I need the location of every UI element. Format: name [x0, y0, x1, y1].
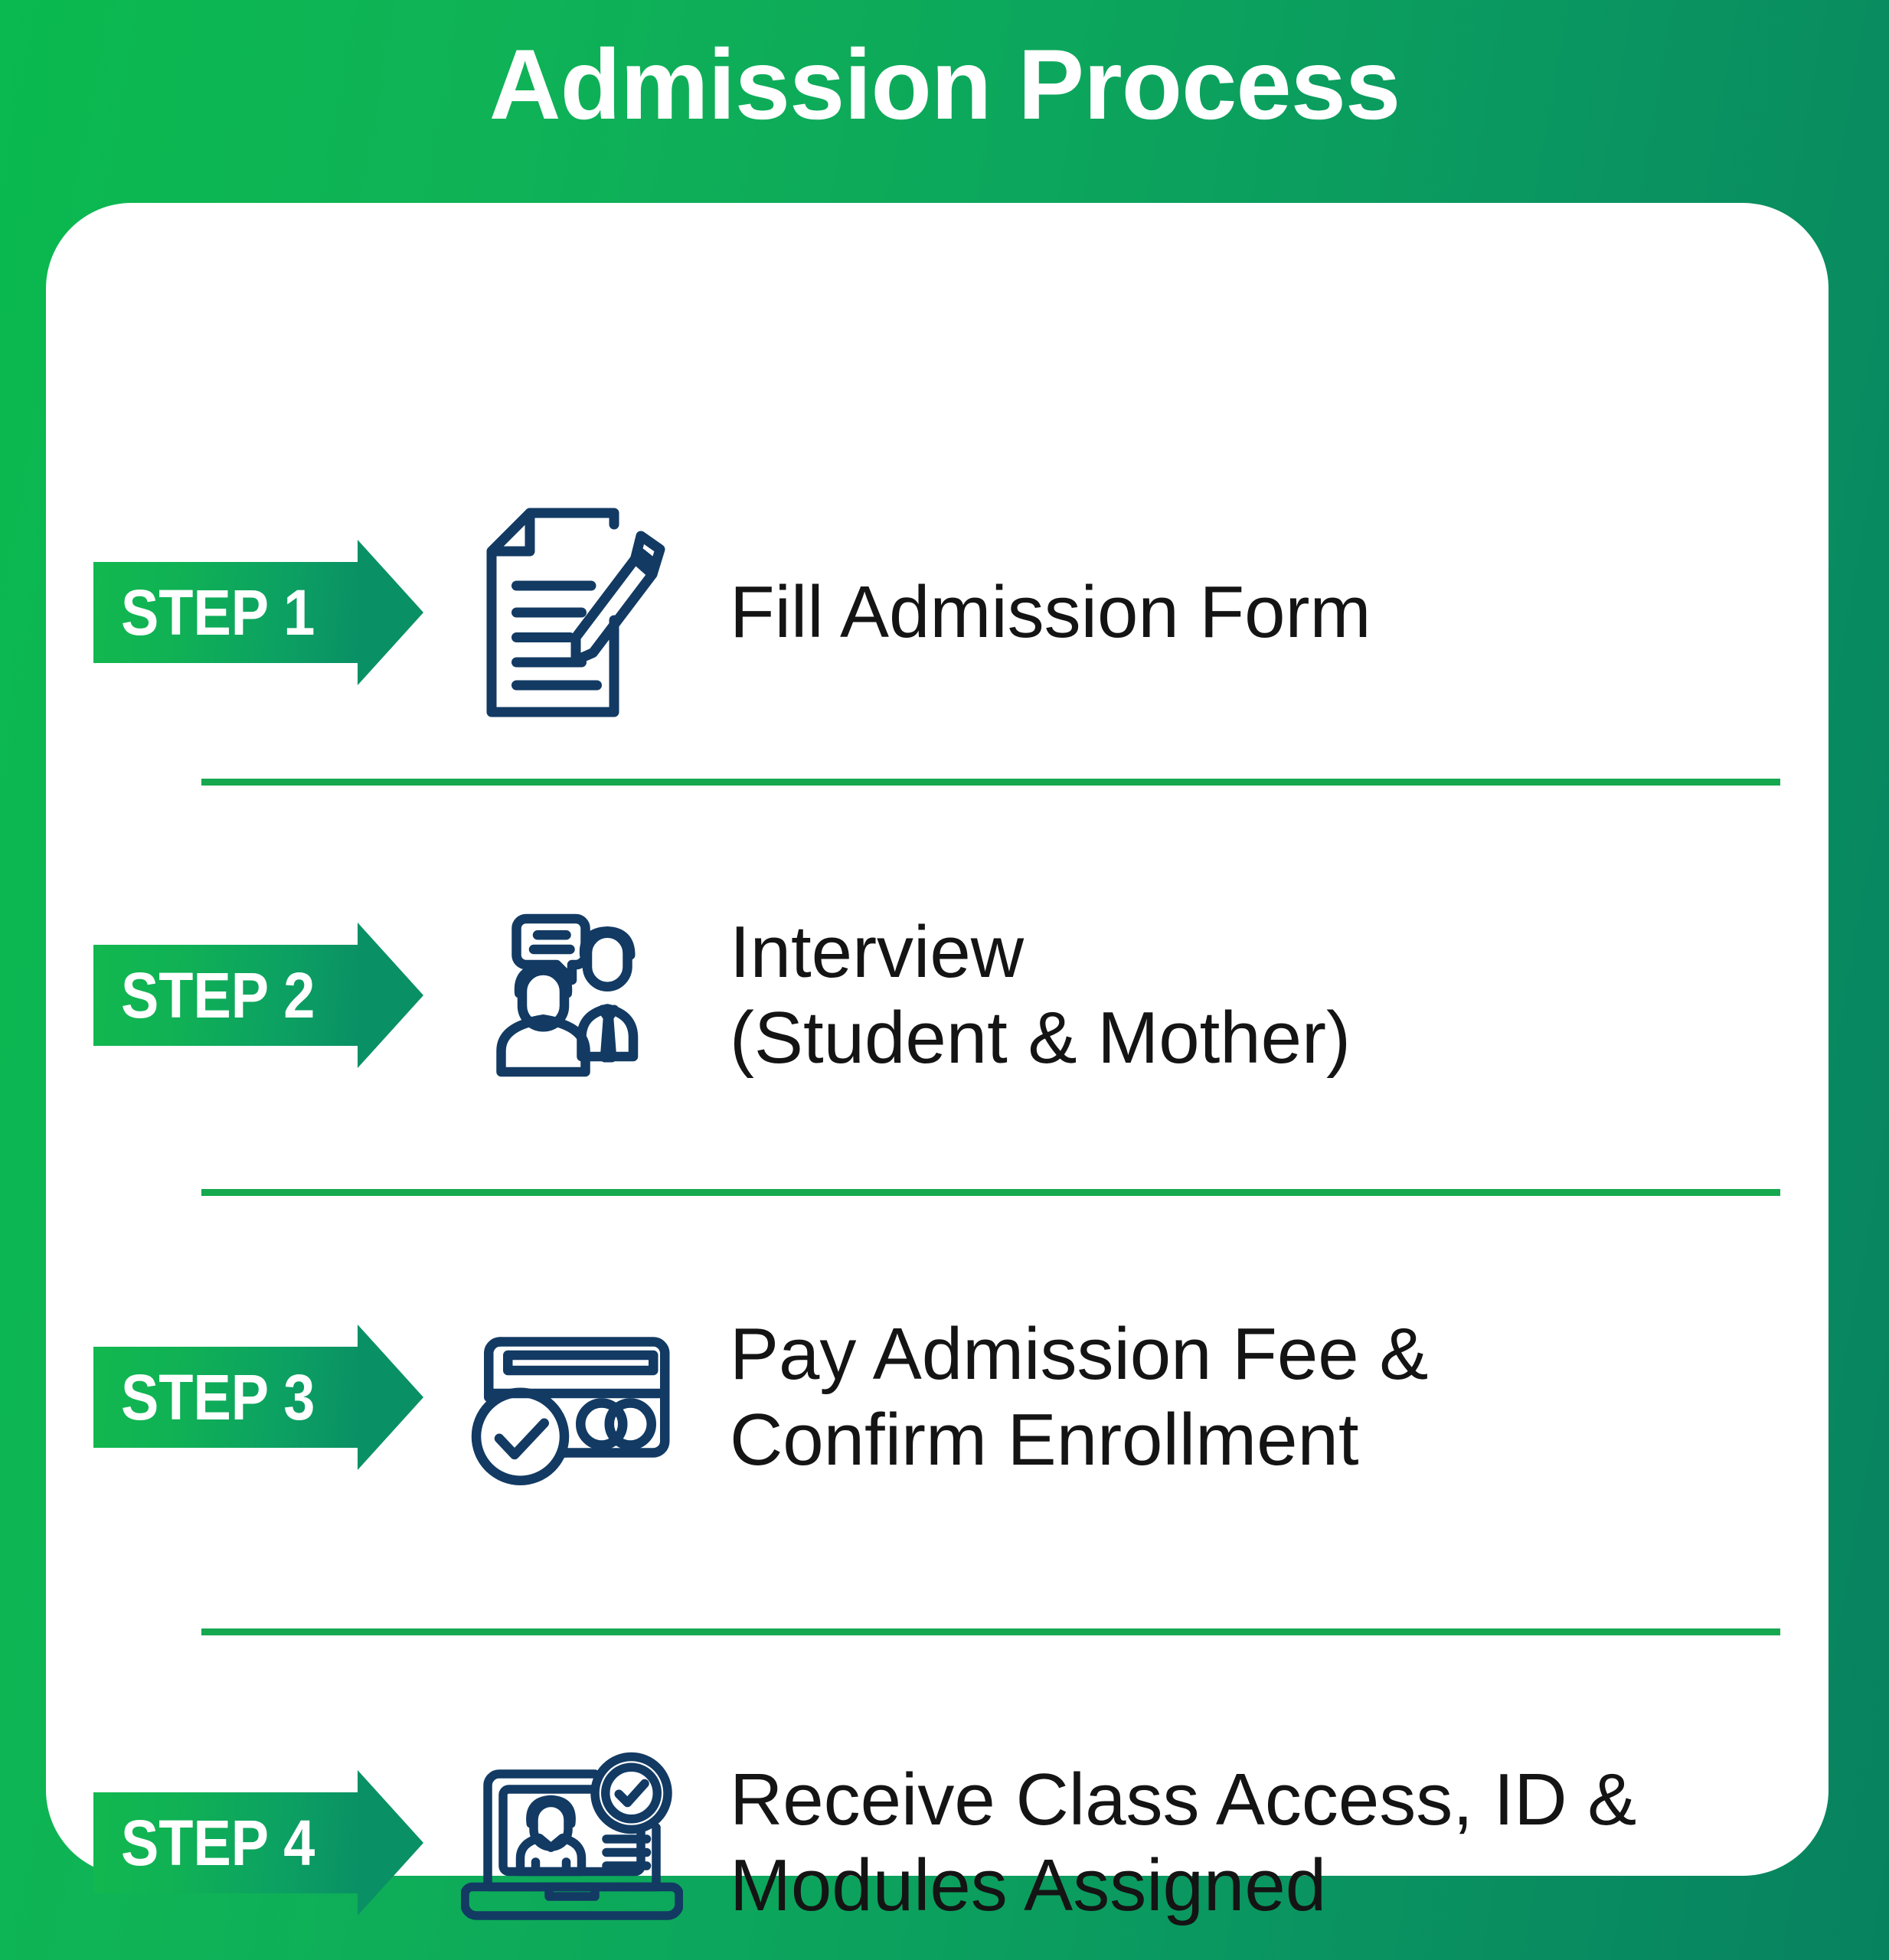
step-badge-4[interactable]: STEP 4	[93, 1770, 423, 1916]
divider-1	[201, 779, 1780, 786]
step-text-2: Interview (Student & Mother)	[730, 910, 1829, 1082]
divider-2	[201, 1189, 1780, 1196]
step-text-3-line-1: Pay Admission Fee &	[729, 1312, 1429, 1395]
arrow-right-icon	[357, 1770, 423, 1916]
step-row-2: STEP 2 Interview (Stu	[46, 900, 1829, 1091]
step-text-1: Fill Admission Form	[730, 570, 1829, 655]
step-badge-body-3: STEP 3	[93, 1347, 358, 1448]
step-text-2-line-2: (Student & Mother)	[729, 997, 1351, 1079]
divider-3	[201, 1628, 1780, 1635]
credit-card-check-icon	[457, 1305, 687, 1489]
step-badge-body-1: STEP 1	[93, 562, 358, 663]
step-badge-1[interactable]: STEP 1	[93, 540, 423, 685]
step-text-3-line-2: Confirm Enrollment	[729, 1399, 1359, 1481]
arrow-right-icon	[357, 540, 423, 685]
step-text-4-line-2: Modules Assigned	[729, 1844, 1327, 1926]
laptop-profile-check-icon	[457, 1751, 687, 1935]
step-text-2-line-1: Interview	[729, 910, 1025, 993]
step-row-1: STEP 1 Fill Admission Form	[46, 501, 1829, 724]
step-text-4-line-1: Receive Class Access, ID &	[729, 1758, 1637, 1841]
arrow-right-icon	[357, 923, 423, 1068]
step-badge-label-2: STEP 2	[121, 959, 315, 1031]
page-title: Admission Process	[489, 28, 1401, 140]
step-badge-label-4: STEP 4	[121, 1806, 315, 1879]
step-badge-3[interactable]: STEP 3	[93, 1325, 423, 1470]
step-text-4: Receive Class Access, ID & Modules Assig…	[730, 1757, 1829, 1929]
steps-card: STEP 1 Fill Admission Form	[46, 203, 1829, 1926]
step-badge-label-1: STEP 1	[121, 576, 315, 648]
step-row-3: STEP 3 Pay Admission Fee & Con	[46, 1305, 1829, 1489]
step-text-3: Pay Admission Fee & Confirm Enrollment	[730, 1312, 1829, 1484]
step-badge-body-4: STEP 4	[93, 1792, 358, 1893]
interview-people-icon	[457, 900, 687, 1091]
step-text-1-line-1: Fill Admission Form	[729, 570, 1371, 653]
step-badge-2[interactable]: STEP 2	[93, 923, 423, 1068]
step-badge-label-3: STEP 3	[121, 1361, 315, 1433]
arrow-right-icon	[357, 1325, 423, 1470]
step-row-4: STEP 4	[46, 1751, 1829, 1935]
document-pencil-icon	[457, 501, 687, 724]
step-badge-body-2: STEP 2	[93, 945, 358, 1046]
